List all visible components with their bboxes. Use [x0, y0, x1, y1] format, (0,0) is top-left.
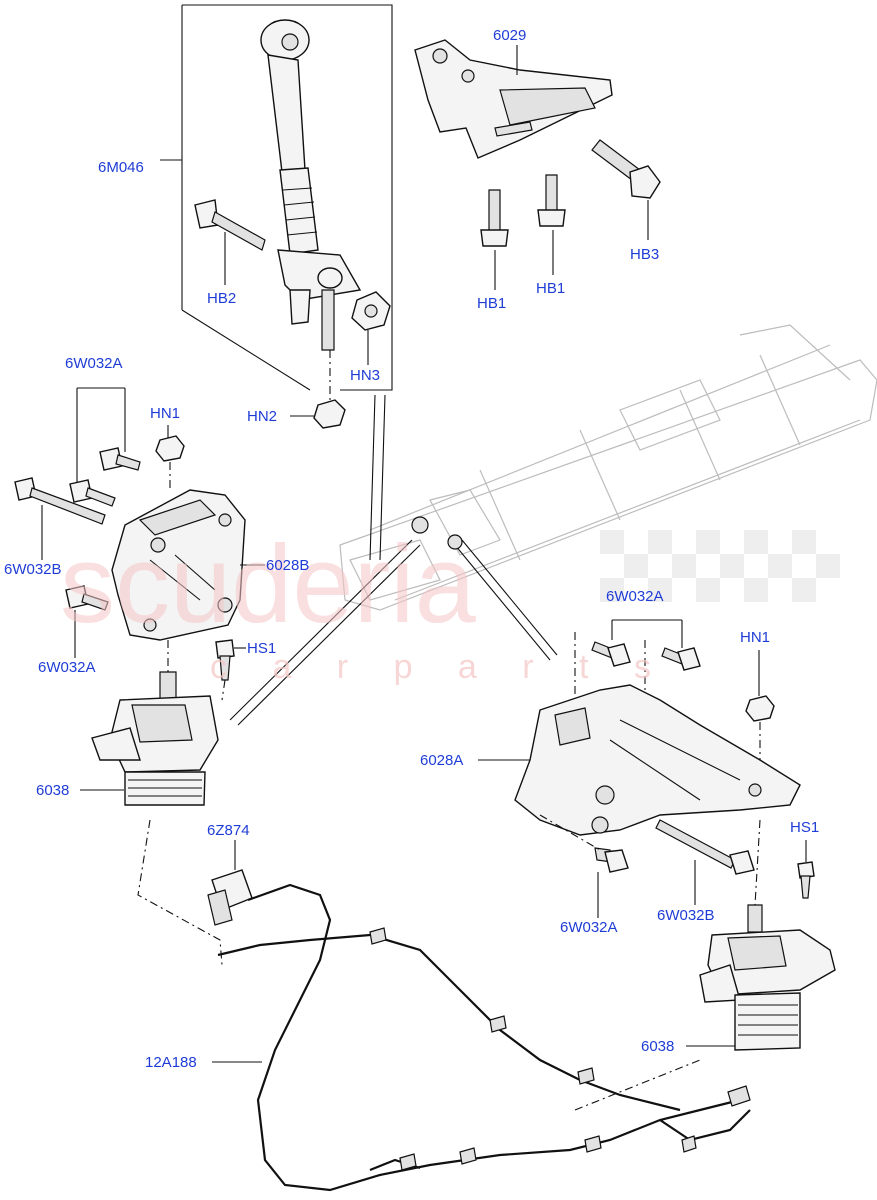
label-6m046: 6M046: [98, 159, 144, 176]
bolt-hb3: [591, 139, 661, 240]
label-6w032a-bottom: 6W032A: [560, 919, 618, 936]
bolts-hb1: [480, 174, 566, 290]
label-hn2: HN2: [247, 408, 278, 425]
label-hn1-right: HN1: [740, 629, 771, 646]
bolt-hb2: [194, 199, 266, 285]
wiring-harness-12a188: [212, 883, 751, 1192]
bolts-6w032a-left: [65, 447, 141, 658]
stud-hs1-left: [215, 639, 246, 701]
label-hb3: HB3: [630, 246, 660, 263]
label-6028a: 6028A: [420, 752, 464, 769]
label-6038-right: 6038: [641, 1038, 675, 1055]
label-hs1-left: HS1: [247, 640, 277, 657]
label-6038-left: 6038: [36, 782, 70, 799]
bracket-6029: [414, 39, 613, 159]
bolt-6w032a-bottom: [539, 814, 629, 918]
bracket-6028b: [111, 489, 265, 641]
vacuum-valve-6z874: [137, 819, 253, 966]
bolts-6w032a-right: [574, 619, 701, 700]
callout-lines: [229, 394, 558, 726]
label-6028b: 6028B: [266, 557, 310, 574]
stud-hs1-right: [797, 840, 815, 899]
label-6w032a-top: 6W032A: [65, 355, 123, 372]
label-hb1-b: HB1: [536, 280, 566, 297]
label-hn1-left: HN1: [150, 405, 181, 422]
nut-hn2: [290, 350, 346, 429]
label-6w032a-left: 6W032A: [38, 659, 96, 676]
label-6w032b-left: 6W032B: [4, 561, 62, 578]
label-hb2: HB2: [207, 290, 237, 307]
checkered-flag-watermark: [600, 530, 840, 602]
label-6z874: 6Z874: [207, 822, 250, 839]
nut-hn1-left: [155, 425, 185, 490]
label-hb1-a: HB1: [477, 295, 507, 312]
linkage-group-box: [160, 4, 393, 391]
engine-mount-6038-left: [80, 640, 219, 806]
label-6w032a-right: 6W032A: [606, 588, 664, 605]
nut-hn3: [351, 291, 391, 365]
engine-mount-6038-right: [686, 819, 836, 1051]
label-6w032b-bottom: 6W032B: [657, 907, 715, 924]
leaders-6w032a-top: [76, 387, 126, 482]
watermark-brand: scuderia: [60, 523, 476, 646]
label-6029: 6029: [493, 27, 527, 44]
bolt-6w032b-left: [14, 477, 106, 560]
watermark-subtext: c a r p a r t s: [210, 648, 669, 686]
label-hn3: HN3: [350, 367, 381, 384]
bolt-6w032b-right: [655, 819, 755, 905]
chassis-frame: [339, 324, 877, 611]
bracket-6028a: [478, 684, 801, 836]
label-12a188: 12A188: [145, 1054, 197, 1071]
shift-damper-rod: [260, 19, 362, 351]
label-hs1-right: HS1: [790, 819, 820, 836]
